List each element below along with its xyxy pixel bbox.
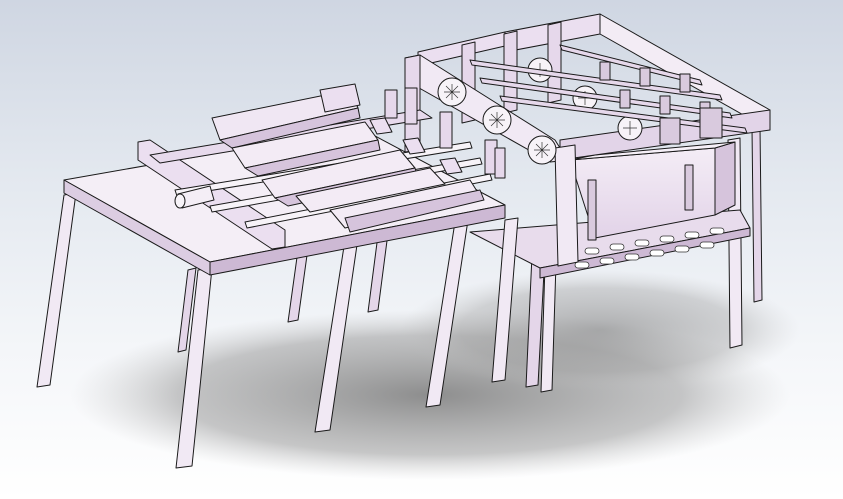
left-table-legs (36, 192, 519, 469)
front-brackets (384, 87, 506, 179)
perforated-tray (469, 209, 751, 279)
table-roller (174, 185, 215, 209)
v-troughs (211, 83, 485, 233)
cylinders (587, 164, 694, 241)
tank-box (569, 141, 736, 239)
shaft-clamps (599, 61, 723, 145)
right-frame-legs (525, 126, 763, 393)
